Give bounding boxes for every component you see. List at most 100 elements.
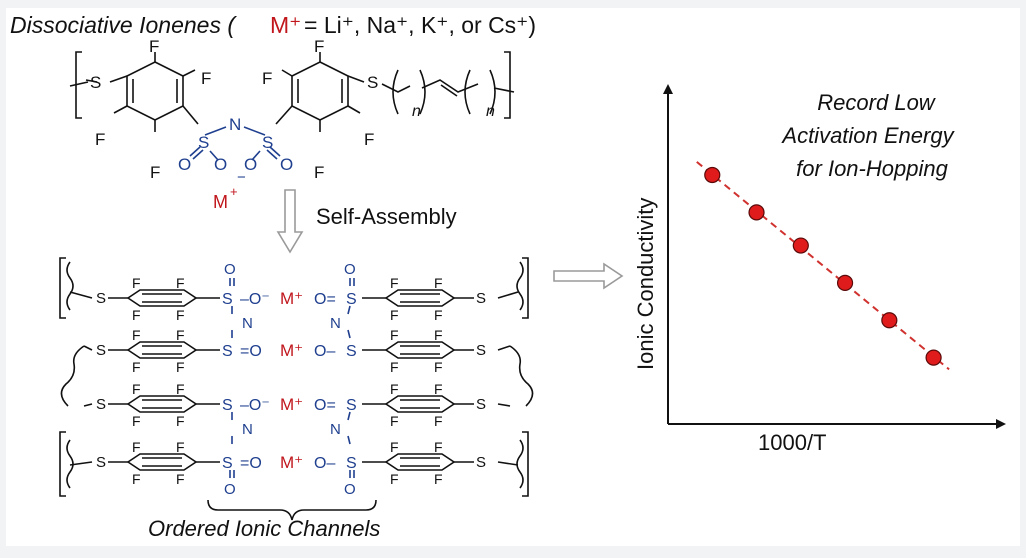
sulfonyl-oxygen: –O⁻ bbox=[240, 291, 270, 308]
arrow-label: Self-Assembly bbox=[316, 204, 457, 229]
metal-cation: M⁺ bbox=[280, 453, 303, 472]
data-point bbox=[836, 274, 854, 291]
benzene-ring bbox=[384, 289, 456, 307]
benzene-ring bbox=[384, 453, 456, 471]
imide-nitrogen: N bbox=[330, 421, 341, 438]
fluorine-atom: F bbox=[434, 471, 443, 487]
sulfur-atom: S bbox=[96, 290, 106, 307]
sulfonyl-sulfur: S bbox=[346, 343, 357, 360]
sulfonyl-sulfur: S bbox=[262, 133, 273, 152]
sulfonyl-oxygen: O= bbox=[314, 291, 336, 308]
fluorine-atom: F bbox=[390, 381, 399, 397]
fluorine-atom: F bbox=[132, 413, 141, 429]
sulfur-atom: S bbox=[367, 73, 378, 92]
fluorine-atom: F bbox=[390, 439, 399, 455]
imide-nitrogen: N bbox=[242, 421, 253, 438]
benzene-ring-right bbox=[291, 61, 349, 121]
sulfonyl-sulfur: S bbox=[346, 397, 357, 414]
figure-panel bbox=[6, 8, 1020, 546]
sulfonyl-sulfur: S bbox=[222, 291, 233, 308]
sulfonyl-sulfur: S bbox=[222, 455, 233, 472]
conductivity-chart: 1000/T Ionic Conductivity Record Low Act… bbox=[633, 84, 1006, 455]
fluorine-atom: F bbox=[390, 413, 399, 429]
sulfur-atom: S bbox=[476, 342, 486, 359]
self-assembly-arrow bbox=[276, 189, 304, 254]
metal-cation: M bbox=[213, 192, 228, 212]
repeat-subscript: n bbox=[412, 103, 421, 120]
metal-cation: M⁺ bbox=[280, 395, 303, 414]
sulfonyl-oxygen: O bbox=[344, 481, 356, 498]
benzene-ring-left bbox=[126, 61, 184, 121]
imide-nitrogen: N bbox=[330, 315, 341, 332]
chart-title-line-3: for Ion-Hopping bbox=[796, 156, 948, 181]
sulfonyl-oxygen: O bbox=[214, 155, 227, 174]
sulfur-atom: S bbox=[476, 290, 486, 307]
fluorine-atom: F bbox=[176, 327, 185, 343]
result-arrow bbox=[553, 262, 624, 290]
fluorine-atom: F bbox=[314, 37, 324, 56]
fluorine-atom: F bbox=[132, 327, 141, 343]
sulfonyl-sulfur: S bbox=[222, 397, 233, 414]
fluorine-atom: F bbox=[176, 275, 185, 291]
fluorine-atom: F bbox=[390, 275, 399, 291]
imide-nitrogen: N bbox=[242, 315, 253, 332]
sulfur-atom: S bbox=[90, 73, 101, 92]
fluorine-atom: F bbox=[132, 359, 141, 375]
paren-right-2 bbox=[489, 69, 496, 115]
sulfonyl-sulfur: S bbox=[346, 455, 357, 472]
cation-charge: + bbox=[230, 184, 238, 199]
trendline bbox=[696, 161, 950, 371]
fluorine-atom: F bbox=[390, 307, 399, 323]
sulfonyl-oxygen: O= bbox=[314, 397, 336, 414]
sulfonyl-oxygen: =O bbox=[240, 343, 262, 360]
fluorine-atom: F bbox=[434, 327, 443, 343]
sulfonyl-oxygen: O bbox=[224, 261, 236, 278]
sulfonyl-oxygen: O– bbox=[314, 343, 335, 360]
fluorine-atom: F bbox=[262, 69, 272, 88]
sulfonyl-oxygen: O bbox=[244, 155, 257, 174]
fluorine-atom: F bbox=[434, 275, 443, 291]
bracket-right bbox=[504, 51, 511, 119]
sulfonyl-sulfur: S bbox=[346, 291, 357, 308]
benzene-ring bbox=[126, 453, 198, 471]
data-point bbox=[748, 204, 765, 221]
metal-cation: M⁺ bbox=[280, 289, 303, 308]
paren-right-1 bbox=[419, 69, 426, 115]
sulfur-atom: S bbox=[476, 396, 486, 413]
sulfonyl-oxygen: O bbox=[224, 481, 236, 498]
fluorine-atom: F bbox=[364, 130, 374, 149]
fluorine-atom: F bbox=[390, 327, 399, 343]
fluorine-atom: F bbox=[132, 381, 141, 397]
fluorine-atom: F bbox=[176, 307, 185, 323]
data-point bbox=[925, 349, 942, 366]
data-point bbox=[704, 166, 721, 184]
sulfur-atom: S bbox=[96, 396, 106, 413]
paren-left-1 bbox=[392, 69, 399, 115]
sulfonyl-oxygen: O– bbox=[314, 455, 335, 472]
x-axis-arrowhead bbox=[996, 419, 1006, 429]
benzene-ring bbox=[126, 395, 198, 413]
fluorine-atom: F bbox=[390, 359, 399, 375]
y-axis-arrowhead bbox=[663, 84, 673, 94]
fluorine-atom: F bbox=[132, 275, 141, 291]
sulfonyl-oxygen: O bbox=[344, 261, 356, 278]
chart-title-line-2: Activation Energy bbox=[780, 123, 955, 148]
benzene-ring bbox=[126, 341, 198, 359]
sulfonyl-oxygen: O bbox=[178, 155, 191, 174]
fluorine-atom: F bbox=[434, 359, 443, 375]
fluorine-atom: F bbox=[95, 130, 105, 149]
sulfonyl-oxygen: =O bbox=[240, 455, 262, 472]
assembly-caption: Ordered Ionic Channels bbox=[148, 516, 380, 541]
fluorine-atom: F bbox=[314, 163, 324, 182]
fluorine-atom: F bbox=[176, 413, 185, 429]
chart-title-line-1: Record Low bbox=[817, 90, 937, 115]
title-metal: M⁺ bbox=[270, 12, 301, 38]
fluorine-atom: F bbox=[176, 439, 185, 455]
channel-brace bbox=[207, 499, 377, 521]
sulfur-atom: S bbox=[96, 454, 106, 471]
sulfur-atom: S bbox=[476, 454, 486, 471]
metal-cation: M⁺ bbox=[280, 341, 303, 360]
title-prefix: Dissociative Ionenes ( bbox=[10, 12, 237, 38]
